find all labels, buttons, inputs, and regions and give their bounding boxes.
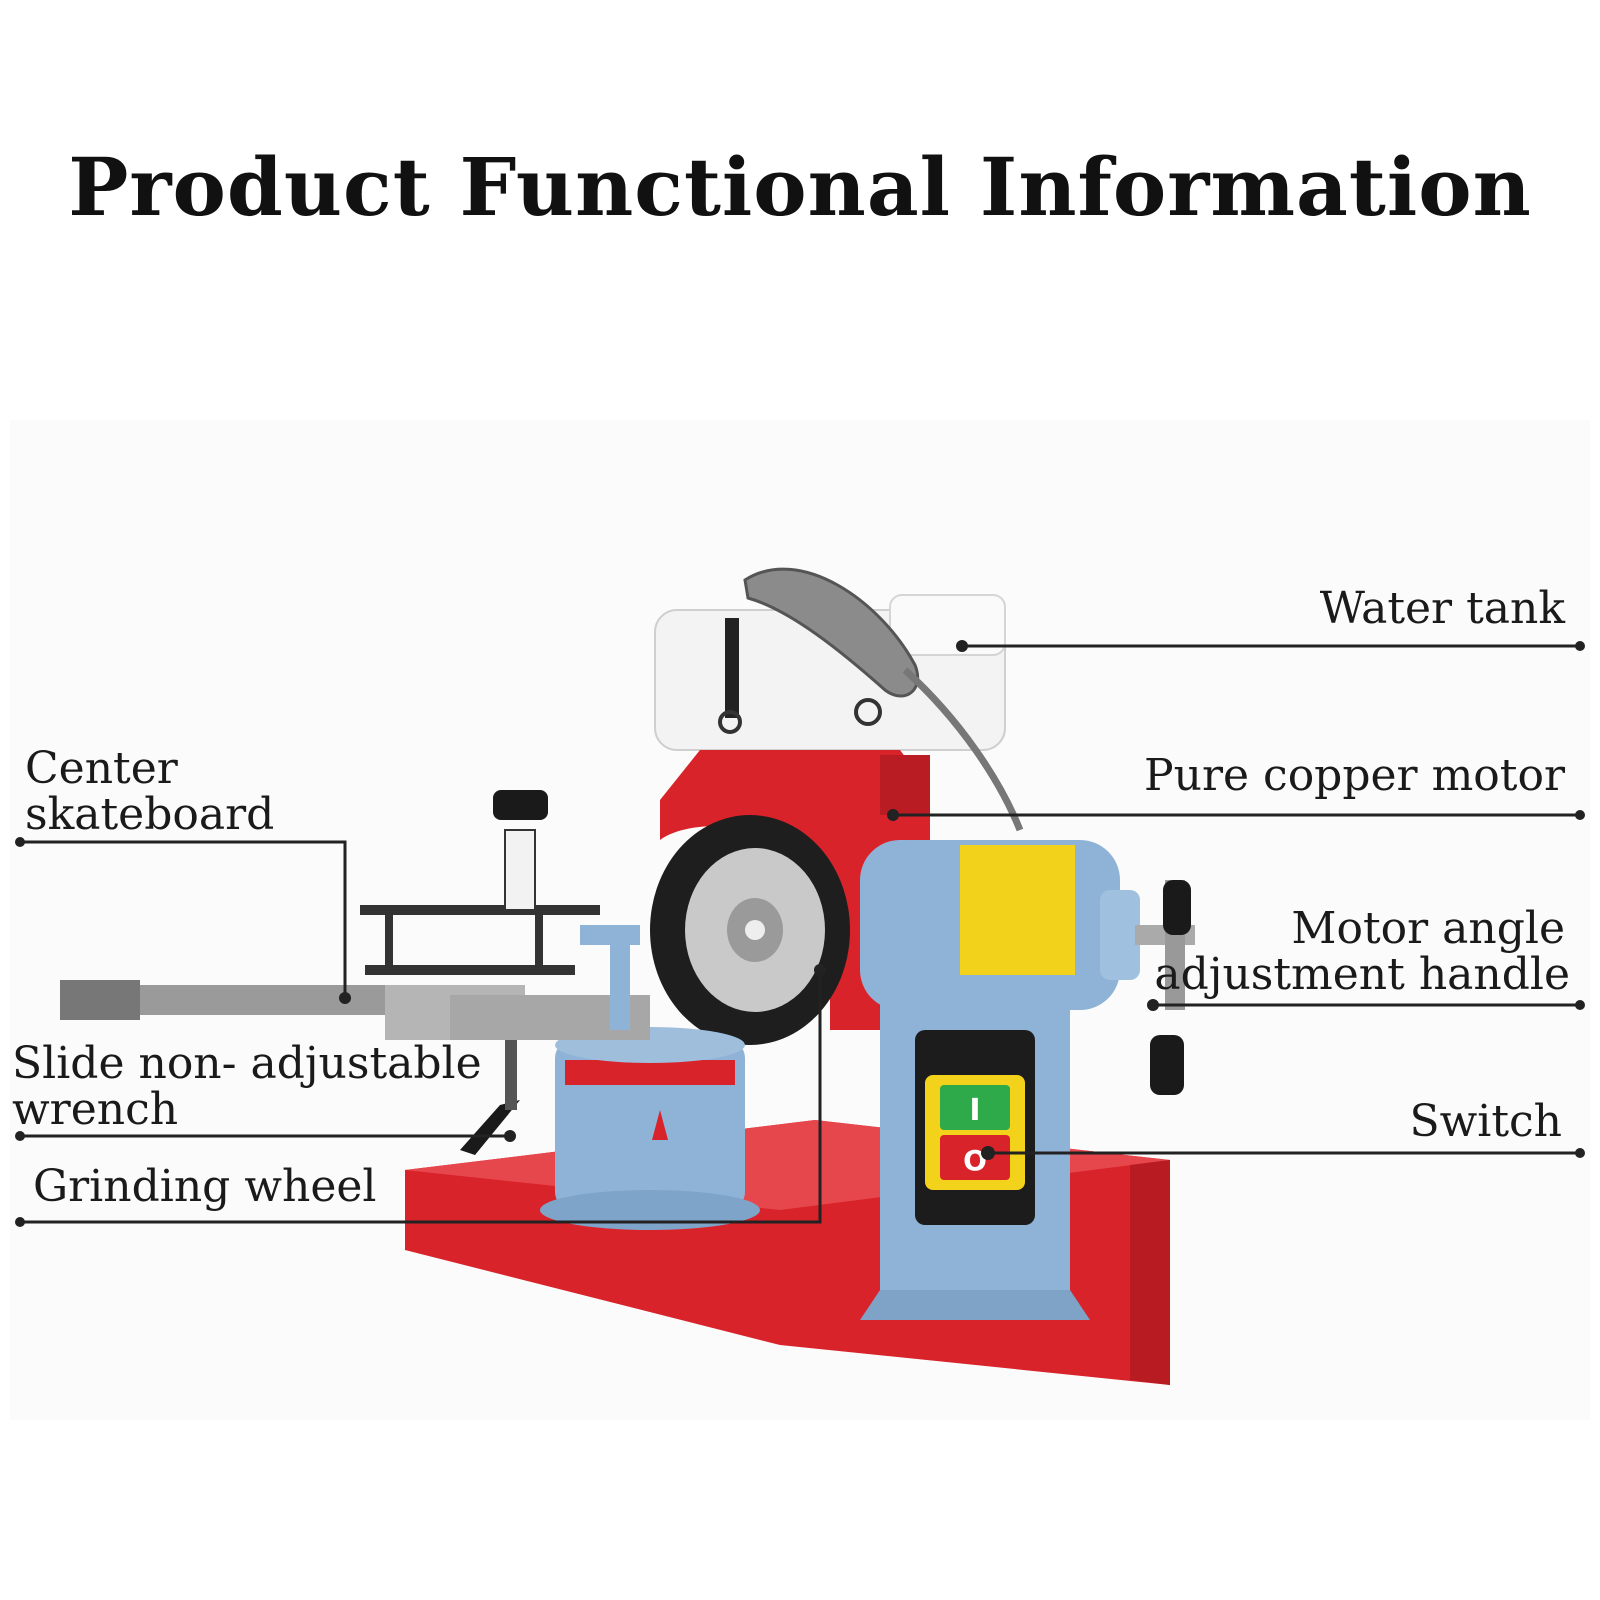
label-center-line2: skateboard [25, 789, 275, 840]
adjustment-handle [1135, 880, 1195, 1095]
callout-lines [20, 644, 1580, 1224]
label-switch: Switch [1409, 1096, 1562, 1147]
switch-on-symbol: I [969, 1093, 980, 1128]
label-motor-angle-line1: Motor angle [1291, 903, 1565, 954]
switch-off-symbol: O [963, 1144, 987, 1177]
label-pure-copper-motor: Pure copper motor [1144, 750, 1565, 801]
work-lamp [743, 567, 1024, 832]
grinding-wheel [650, 815, 850, 1045]
motor-body [860, 840, 1140, 1320]
tool-rest-assembly [60, 790, 760, 1230]
switch-panel: I O [915, 1030, 1035, 1225]
label-slide-line2: wrench [12, 1084, 179, 1135]
label-slide-line1: Slide non- adjustable [12, 1038, 482, 1089]
label-center-line1: Center [25, 743, 178, 794]
label-motor-angle-line2: adjustment handle [1154, 949, 1570, 1000]
callout-dots [15, 640, 1585, 1227]
label-grinding-wheel: Grinding wheel [33, 1161, 377, 1212]
label-water-tank: Water tank [1319, 583, 1565, 634]
page-title: Product Functional Information [68, 140, 1532, 234]
